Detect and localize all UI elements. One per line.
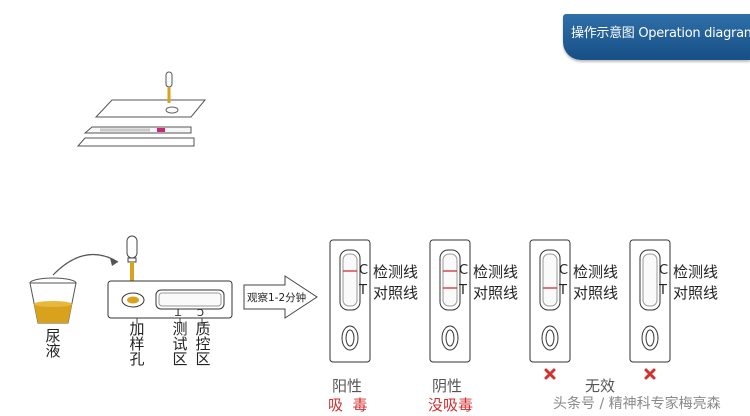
urine-label: 尿液 bbox=[45, 327, 61, 360]
cassette-c-mark: C bbox=[197, 306, 204, 317]
result-meaning: 吸 毒 bbox=[328, 396, 368, 414]
strip-t-mark: T bbox=[659, 283, 667, 298]
strip-positive bbox=[329, 239, 371, 363]
strip-invalid-1 bbox=[529, 239, 571, 380]
detection-line-label: 检测线 bbox=[373, 263, 419, 281]
strip-t-mark: T bbox=[359, 283, 367, 298]
urine-cup-icon bbox=[29, 277, 77, 324]
watermark: 头条号 / 精神科专家梅亮森 bbox=[553, 396, 721, 412]
strip-c-mark: C bbox=[359, 263, 369, 278]
test-zone-label: 测试区 bbox=[172, 320, 188, 368]
test-cassette bbox=[107, 280, 233, 319]
detection-line-label: 检测线 bbox=[573, 263, 619, 281]
control-zone-label: 质控区 bbox=[195, 320, 211, 368]
control-line-label: 对照线 bbox=[473, 284, 519, 302]
title-banner bbox=[563, 14, 750, 60]
invalid-label: 无效 bbox=[585, 377, 616, 395]
strip-t-mark: T bbox=[459, 283, 467, 298]
result-label: 阴性 bbox=[432, 377, 463, 395]
overview-illustration bbox=[76, 71, 207, 147]
invalid-cross-icon bbox=[644, 368, 656, 380]
dropper-icon bbox=[126, 235, 138, 290]
control-line-label: 对照线 bbox=[573, 284, 619, 302]
page-title: 操作示意图 Operation diagram bbox=[571, 26, 750, 41]
cassette-pointers bbox=[136, 318, 203, 324]
strip-invalid-2 bbox=[629, 239, 671, 380]
result-strips bbox=[329, 239, 671, 380]
strip-negative bbox=[429, 239, 471, 363]
strip-c-mark: C bbox=[659, 263, 669, 278]
detection-line-label: 检测线 bbox=[473, 263, 519, 281]
control-line-label: 对照线 bbox=[373, 284, 419, 302]
strip-t-mark: T bbox=[559, 283, 567, 298]
cassette-t-mark: T bbox=[175, 306, 182, 317]
pour-arrow bbox=[52, 253, 119, 276]
result-meaning: 没吸毒 bbox=[428, 396, 474, 414]
invalid-cross-icon bbox=[544, 368, 556, 380]
overview-dropper-icon bbox=[165, 71, 173, 103]
strip-c-mark: C bbox=[459, 263, 469, 278]
detection-line-label: 检测线 bbox=[673, 263, 719, 281]
overview-red-mark bbox=[157, 128, 165, 132]
well-label: 加样孔 bbox=[129, 320, 145, 368]
strip-c-mark: C bbox=[559, 263, 569, 278]
control-line-label: 对照线 bbox=[673, 284, 719, 302]
big-arrow bbox=[243, 275, 318, 319]
arrow-label: 观察1-2分钟 bbox=[247, 292, 307, 304]
result-label: 阳性 bbox=[332, 377, 363, 395]
